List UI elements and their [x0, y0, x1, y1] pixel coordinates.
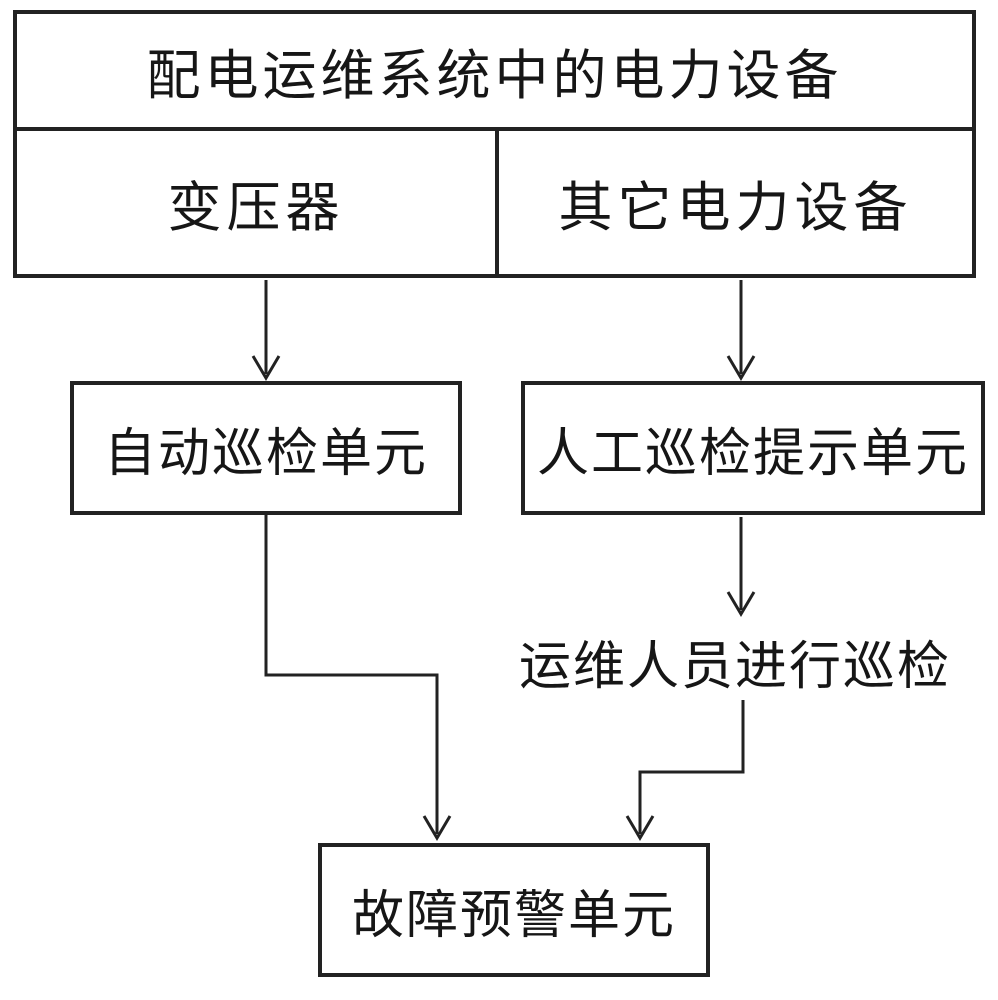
table-body-row: 变压器 其它电力设备 — [17, 131, 972, 274]
arrowhead-auto-to-fault — [422, 815, 452, 841]
arrowhead-transformer-to-auto — [251, 355, 281, 381]
arrowhead-manual-to-personnel — [726, 591, 756, 617]
equipment-table: 配电运维系统中的电力设备 变压器 其它电力设备 — [13, 10, 976, 278]
arrow-personnel-to-fault — [638, 700, 745, 834]
transformer-label: 变压器 — [167, 178, 345, 238]
arrowhead-personnel-to-fault — [625, 815, 655, 841]
node-fault-warning-unit: 故障预警单元 — [318, 843, 710, 977]
other-equipment-label: 其它电力设备 — [558, 178, 913, 238]
table-header-cell: 配电运维系统中的电力设备 — [17, 14, 972, 131]
table-header-label: 配电运维系统中的电力设备 — [146, 46, 843, 106]
arrowhead-other-to-manual — [726, 355, 756, 381]
table-cell-transformer: 变压器 — [17, 131, 499, 274]
label-personnel-inspection: 运维人员进行巡检 — [518, 639, 951, 696]
arrow-auto-to-fault — [264, 515, 439, 834]
node-manual-inspection-prompt-unit: 人工巡检提示单元 — [521, 381, 985, 515]
node-auto-inspection-unit: 自动巡检单元 — [70, 381, 462, 515]
table-cell-other-equipment: 其它电力设备 — [499, 131, 972, 274]
